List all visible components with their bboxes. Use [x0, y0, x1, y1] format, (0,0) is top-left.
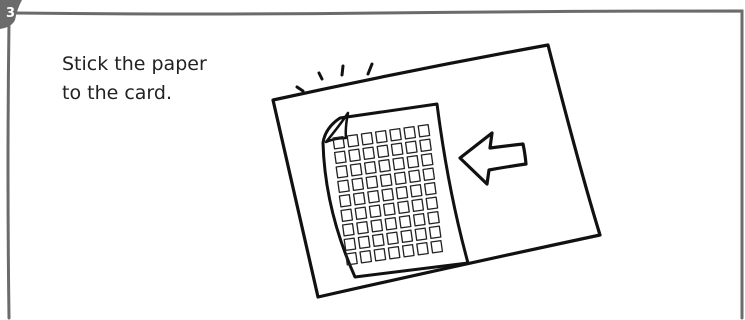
grid-square [400, 229, 414, 244]
grid-square [365, 175, 379, 190]
grid-square [367, 189, 380, 204]
grid-square [362, 146, 376, 161]
grid-square [420, 152, 434, 167]
grid-square [356, 220, 369, 235]
grid-square [341, 222, 355, 237]
grid-square [392, 156, 406, 171]
grid-square [333, 150, 347, 165]
grid-square [337, 179, 350, 194]
grid-square [340, 208, 354, 223]
grid-square [427, 210, 440, 225]
grid-square [379, 173, 393, 188]
panel-frame [6, 9, 744, 320]
grid-square [368, 204, 382, 219]
grid-square [335, 164, 349, 179]
paper-with-grid-icon [321, 102, 470, 279]
grid-square [397, 200, 410, 215]
pressure-marks-icon [295, 62, 374, 93]
grid-square [389, 127, 402, 142]
grid-square [408, 169, 421, 184]
grid-square [371, 233, 385, 248]
grid-square [428, 225, 442, 240]
grid-square [409, 183, 423, 198]
card-outline [271, 43, 602, 299]
grid-square [345, 251, 358, 266]
step-badge: 3 [0, 0, 22, 29]
grid-square [373, 247, 387, 262]
grid-square [346, 133, 360, 148]
grid-square [393, 171, 407, 186]
press-arrow-icon [458, 131, 528, 186]
grid-square [370, 218, 384, 233]
grid-square [343, 237, 357, 252]
grid-square [374, 129, 388, 144]
grid-square [401, 243, 415, 258]
grid-square [384, 216, 398, 231]
grid-square [352, 191, 366, 206]
instruction-line-1: Stick the paper [62, 53, 207, 75]
grid-square [395, 185, 409, 200]
instruction-line-2: to the card. [62, 82, 173, 104]
grid-square [351, 177, 365, 192]
grid-square [398, 214, 412, 229]
grid-square [386, 231, 399, 246]
grid-square [390, 142, 404, 157]
grid-square [387, 245, 401, 260]
grid-square [419, 138, 432, 153]
grid-square [430, 239, 444, 254]
grid-square [411, 198, 425, 213]
grid-square [360, 131, 374, 146]
grid-square [417, 123, 431, 138]
illustration [271, 43, 602, 299]
grid-square [363, 160, 377, 175]
grid-square [406, 154, 420, 169]
grid-square [414, 227, 428, 242]
grid-square [357, 235, 371, 250]
grid-square [404, 140, 418, 155]
grid-square [403, 125, 417, 140]
grid-square [332, 135, 346, 150]
grid-square [354, 206, 368, 221]
grid-square [425, 196, 439, 211]
grid-square [382, 202, 396, 217]
instruction-text: Stick the paper to the card. [62, 50, 262, 108]
grid-square [422, 167, 436, 182]
grid-square [423, 181, 437, 196]
grid-square [338, 193, 352, 208]
step-number: 3 [6, 6, 15, 21]
paper-grid [332, 123, 444, 266]
grid-square [412, 212, 426, 227]
grid-square [378, 158, 391, 173]
grid-square [416, 241, 429, 256]
grid-square [381, 187, 395, 202]
grid-square [349, 162, 363, 177]
grid-square [348, 148, 361, 163]
grid-square [376, 144, 390, 159]
grid-square [359, 249, 373, 264]
